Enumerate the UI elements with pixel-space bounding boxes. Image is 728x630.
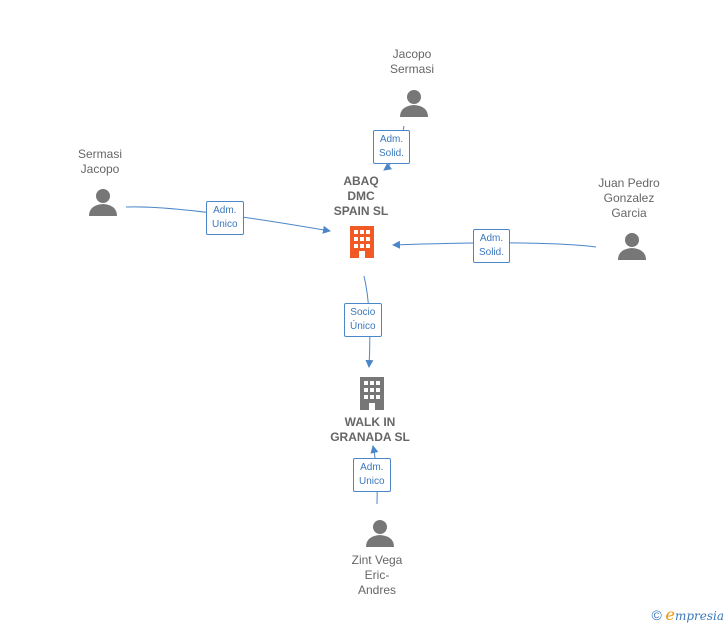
edge-label-zint-to-walk: Adm. Unico — [353, 458, 391, 492]
edge-label-juan-to-abaq: Adm. Solid. — [473, 229, 511, 263]
building-icon — [360, 377, 384, 410]
node-label-walk-in[interactable]: WALK IN GRANADA SL — [330, 415, 410, 444]
edge-juan-to-abaq — [392, 240, 597, 249]
copyright-icon: © — [651, 607, 662, 623]
edge-label-abaq-to-walk: Socio Único — [344, 303, 382, 337]
edge-label-sermasi-to-abaq: Adm. Unico — [206, 201, 244, 235]
node-label-abaq[interactable]: ABAQ DMC SPAIN SL — [333, 174, 389, 218]
person-icon — [89, 189, 117, 216]
brand-e: e — [665, 605, 675, 624]
edge-label-jacopo-to-abaq: Adm. Solid. — [373, 130, 411, 164]
node-label-jacopo-sermasi[interactable]: Jacopo Sermasi — [389, 47, 434, 76]
node-label-juan-pedro[interactable]: Juan Pedro Gonzalez Garcia — [598, 176, 660, 220]
brand-name: mpresia — [674, 609, 724, 623]
person-icon — [366, 520, 394, 547]
empresia-logo[interactable]: © empresia — [652, 605, 724, 624]
node-label-zint-vega[interactable]: Zint Vega Eric- Andres — [351, 553, 403, 597]
building-icon — [350, 226, 374, 258]
person-icon — [618, 233, 646, 260]
person-icon — [400, 90, 428, 117]
edge-sermasi-to-abaq — [125, 206, 331, 234]
node-label-sermasi-jacopo[interactable]: Sermasi Jacopo — [77, 147, 122, 176]
